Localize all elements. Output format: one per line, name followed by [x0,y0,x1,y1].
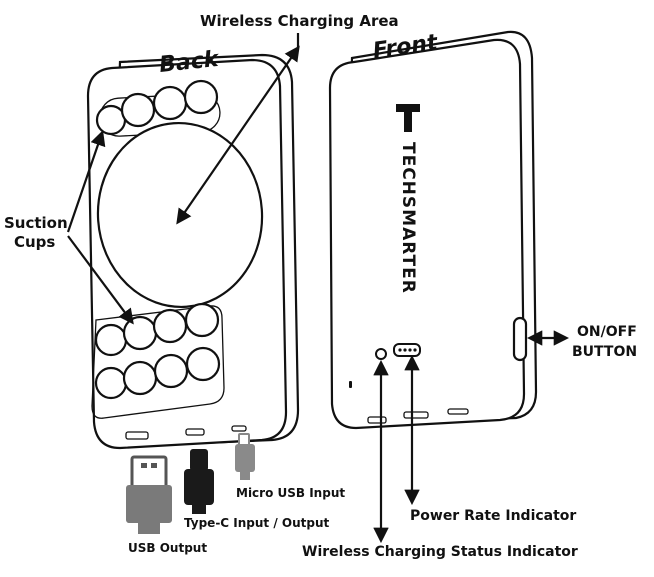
power-led-dot [398,348,402,352]
micro-usb-port [231,425,247,432]
brand-name: TECHSMARTER [398,142,418,294]
front-device-body [328,38,526,430]
suction-cup [122,360,158,396]
suction-cup [152,308,188,344]
suction-cup [153,353,189,389]
suction-cup [120,92,156,128]
lower-suction-strip [91,305,225,419]
power-rate-indicator-label: Power Rate Indicator [410,508,576,524]
suction-cups-arrow-upper [66,130,106,233]
wireless-charging-area-label: Wireless Charging Area [200,12,399,30]
back-view [86,53,300,450]
suction-cup [183,79,219,115]
suction-cups-label-line1: Suction [4,214,68,232]
type-c-connector-icon [184,449,214,514]
wireless-charging-status-led [375,348,387,360]
suction-cup [95,104,127,136]
micro-usb-connector-icon [235,433,255,480]
suction-cup [185,346,221,382]
usb-port [125,431,149,440]
suction-cup [94,323,128,357]
usb-connector-icon [126,455,172,534]
microphone-hole [349,381,352,388]
front-view: TECHSMARTER [328,30,538,430]
power-led-dot [408,348,412,352]
wireless-area-arrow [176,45,300,225]
type-c-label: Type-C Input / Output [184,516,330,530]
suction-cup [94,366,128,400]
wireless-status-indicator-label: Wireless Charging Status Indicator [302,544,578,560]
micro-usb-input-label: Micro USB Input [236,486,345,500]
suction-cup [122,315,158,351]
type-c-port [185,428,205,436]
front-port [447,408,469,415]
suction-cups-label-line2: Cups [14,233,55,251]
suction-cup [152,85,188,121]
on-off-label-line1: ON/OFF [577,324,637,340]
brand-logo-icon [396,104,420,132]
on-off-label-line2: BUTTON [572,344,637,360]
on-off-button [512,316,528,362]
power-led-dot [413,348,417,352]
usb-output-label: USB Output [128,541,207,555]
power-led-dot [403,348,407,352]
suction-cup [184,302,220,338]
suction-cups-arrow-lower [67,235,134,325]
